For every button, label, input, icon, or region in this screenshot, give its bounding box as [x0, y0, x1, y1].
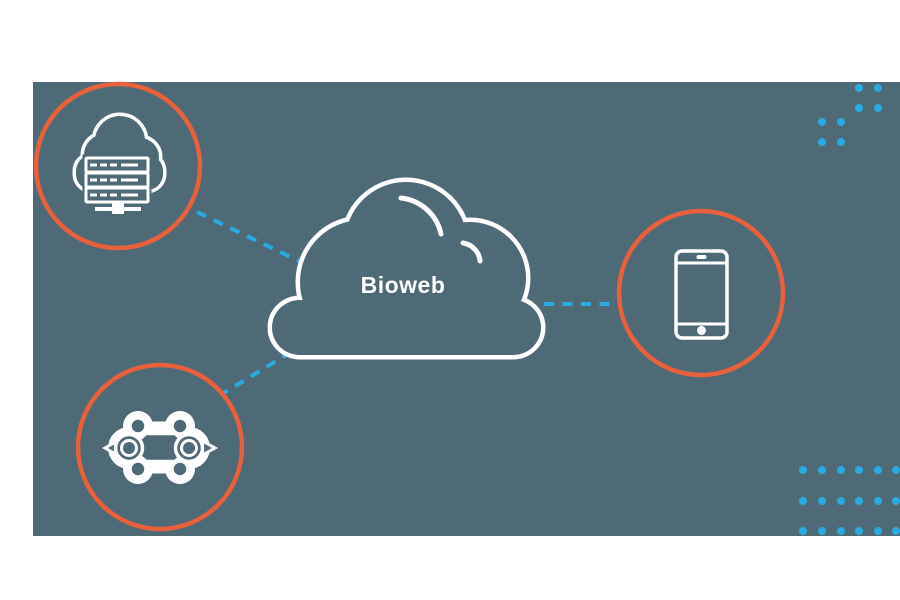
- decor-dot: [892, 497, 900, 505]
- decor-dot: [818, 138, 826, 146]
- decor-dot: [837, 527, 845, 535]
- decor-dot: [799, 527, 807, 535]
- decor-dot: [837, 497, 845, 505]
- decor-dot: [855, 466, 863, 474]
- decor-dot: [874, 104, 882, 112]
- molecule-atom: [130, 461, 146, 477]
- molecule-atom: [172, 461, 188, 477]
- decor-dot: [874, 497, 882, 505]
- decor-dot: [855, 84, 863, 92]
- cloud-label: Bioweb: [361, 272, 446, 298]
- decor-dot: [799, 497, 807, 505]
- decor-dot: [874, 527, 882, 535]
- decor-dot: [855, 497, 863, 505]
- decor-dot: [818, 527, 826, 535]
- phone-speaker: [697, 255, 707, 259]
- molecule-atom: [172, 418, 188, 434]
- decor-dot: [818, 466, 826, 474]
- smartphone-icon: [676, 251, 727, 338]
- decor-dot: [874, 466, 882, 474]
- decor-dot: [818, 497, 826, 505]
- decor-dot: [799, 466, 807, 474]
- decor-dot: [818, 118, 826, 126]
- decor-dot: [892, 466, 900, 474]
- decor-dot: [837, 118, 845, 126]
- decor-dot: [874, 84, 882, 92]
- phone-home-button: [697, 326, 706, 335]
- decor-dot: [855, 104, 863, 112]
- molecule-atom: [130, 418, 146, 434]
- decor-dot: [892, 527, 900, 535]
- decor-dot: [855, 527, 863, 535]
- decor-dot: [837, 466, 845, 474]
- decor-dot: [837, 138, 845, 146]
